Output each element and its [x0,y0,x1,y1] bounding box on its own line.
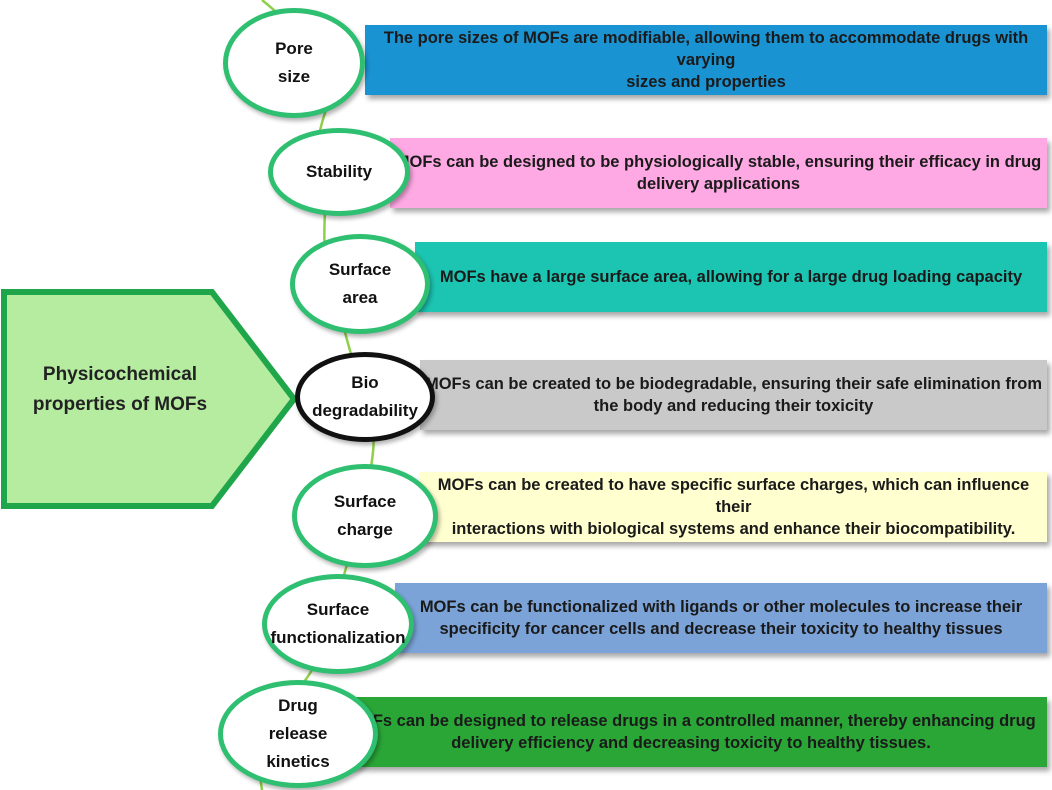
property-description: MOFs can be created to be biodegradable,… [424,375,1043,415]
property-title-pill: Stability [268,128,410,216]
property-title: Bio degradability [312,373,418,420]
property-title: Drug release kinetics [266,696,330,771]
property-box-surface-area: MOFs have a large surface area, allowing… [415,242,1047,312]
property-title-pill: Surface area [290,234,430,334]
property-box-pore-size: The pore sizes of MOFs are modifiable, a… [365,25,1047,95]
property-title: Surface functionalization [270,600,406,647]
property-box-surface-charge: MOFs can be created to have specific sur… [420,472,1047,542]
main-category-arrow [1,289,298,509]
property-description: MOFs can be designed to be physiological… [395,153,1042,193]
property-description: The pore sizes of MOFs are modifiable, a… [383,29,1029,91]
property-title: Surface area [328,260,392,307]
property-title-pill: Bio degradability [295,352,435,442]
property-description: MOFs can be designed to release drugs in… [346,712,1036,752]
property-description: MOFs have a large surface area, allowing… [439,268,1023,286]
property-title-pill: Surface functionalization [262,574,414,674]
property-box-drug-release-kinetics: MOFs can be designed to release drugs in… [335,697,1047,767]
property-title: Surface charge [333,492,397,539]
property-title: Stability [305,162,373,181]
property-description: MOFs can be created to have specific sur… [437,476,1030,538]
main-arrow-shape [1,289,298,509]
property-box-surface-functionalization: MOFs can be functionalized with ligands … [395,583,1047,653]
property-title-pill: Drug release kinetics [218,680,378,788]
property-title-pill: Surface charge [292,464,438,568]
property-title: Pore size [275,39,313,86]
property-box-stability: MOFs can be designed to be physiological… [390,138,1047,208]
property-box-biodegradability: MOFs can be created to be biodegradable,… [420,360,1047,430]
property-description: MOFs can be functionalized with ligands … [419,598,1023,638]
property-title-pill: Pore size [223,8,365,118]
main-category-label: Physicochemical properties of MOFs [32,364,208,415]
